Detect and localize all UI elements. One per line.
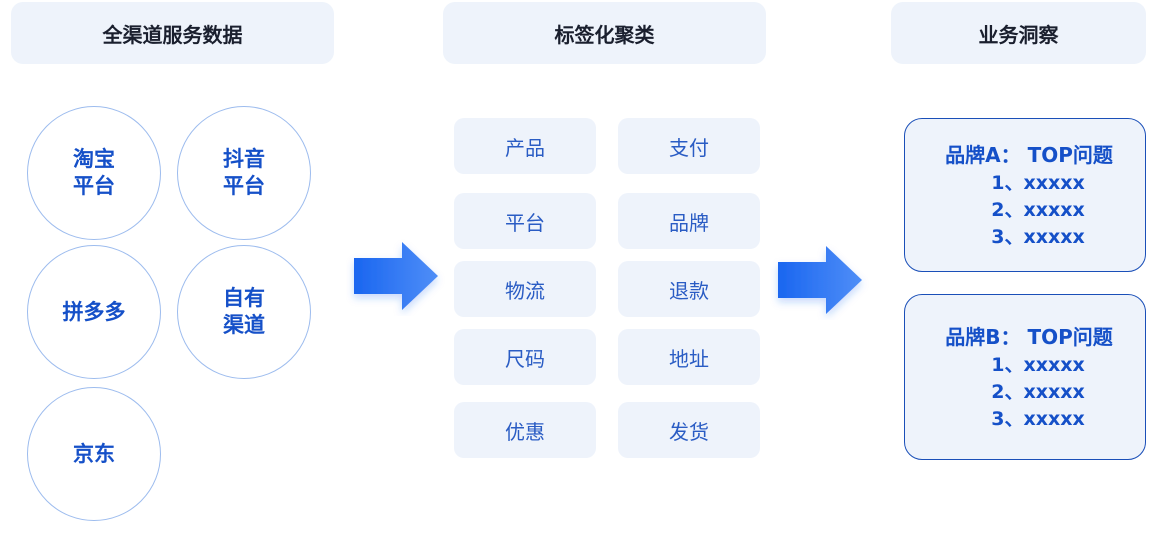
channel-label-line: 平台 [223,174,265,198]
channel-jd: 京东 [27,387,161,521]
channel-taobao: 淘宝平台 [27,106,161,240]
header-sources: 全渠道服务数据 [11,2,334,64]
insight-title: 品牌A： TOP问题 [945,142,1113,167]
channel-douyin: 抖音平台 [177,106,311,240]
channel-label-line: 淘宝 [73,147,115,171]
tag-item: 发货 [618,402,760,458]
tag-item: 优惠 [454,402,596,458]
channel-label-line: 平台 [73,174,115,198]
insight-item: 1、xxxxx [991,353,1085,376]
insight-item: 2、xxxxx [991,380,1085,403]
channel-label-line: 拼多多 [62,299,126,324]
insight-card-brand-a: 品牌A： TOP问题 1、xxxxx 2、xxxxx 3、xxxxx [904,118,1146,272]
channel-label-line: 自有 [223,286,265,310]
tag-item: 支付 [618,118,760,174]
header-tag-clustering: 标签化聚类 [443,2,766,64]
tag-item: 地址 [618,329,760,385]
tag-item: 产品 [454,118,596,174]
channel-label-line: 京东 [73,441,115,466]
arrow-right-icon [354,242,438,310]
insight-item: 2、xxxxx [991,198,1085,221]
insight-item: 3、xxxxx [991,225,1085,248]
tag-item: 尺码 [454,329,596,385]
insight-title: 品牌B： TOP问题 [945,324,1113,349]
arrow-right-icon [778,246,862,314]
tag-item: 品牌 [618,193,760,249]
insight-item: 1、xxxxx [991,171,1085,194]
channel-pinduoduo: 拼多多 [27,245,161,379]
channel-owned: 自有渠道 [177,245,311,379]
tag-item: 平台 [454,193,596,249]
tag-item: 物流 [454,261,596,317]
channel-label-line: 渠道 [223,313,265,337]
insight-card-brand-b: 品牌B： TOP问题 1、xxxxx 2、xxxxx 3、xxxxx [904,294,1146,460]
tag-item: 退款 [618,261,760,317]
insight-item: 3、xxxxx [991,407,1085,430]
channel-label-line: 抖音 [223,147,265,171]
header-business-insight: 业务洞察 [891,2,1146,64]
